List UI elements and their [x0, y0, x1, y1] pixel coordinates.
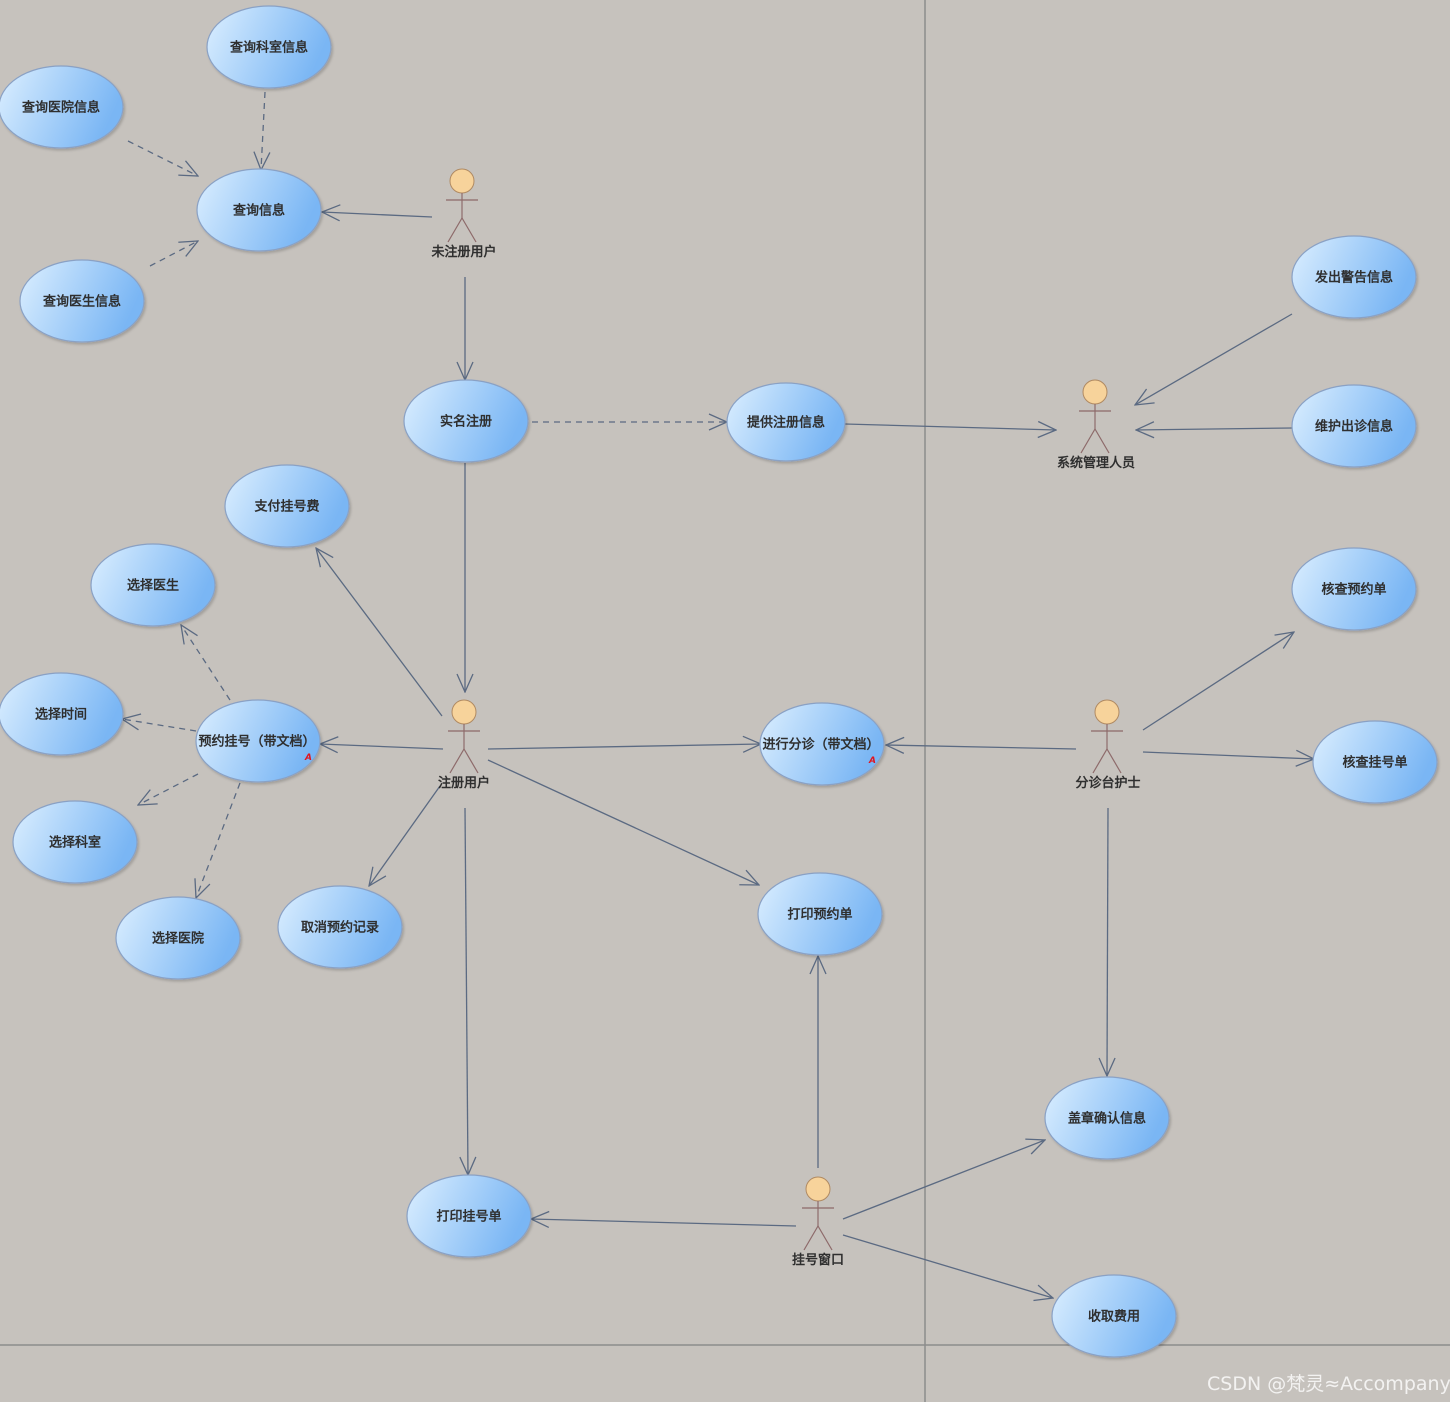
dep-dept-to-query: [261, 91, 265, 170]
usecase-check-booking-label: 核查预约单: [1321, 582, 1386, 598]
usecase-pay-fee-shape[interactable]: [224, 464, 350, 548]
actor-admin[interactable]: 系统管理人员: [1057, 379, 1135, 471]
usecase-print-booking-label: 打印预约单: [787, 907, 852, 923]
actor-triage-nurse[interactable]: 分诊台护士: [1075, 699, 1141, 791]
actor-reg-window[interactable]: 挂号窗口: [792, 1176, 844, 1268]
actor-head: [449, 168, 475, 194]
usecase-triage-label: 进行分诊（带文档）: [762, 737, 879, 753]
usecase-check-reg-shape[interactable]: [1312, 720, 1438, 804]
usecase-check-booking-shape[interactable]: [1291, 547, 1417, 631]
assoc-warning-admin: [1135, 313, 1293, 405]
usecase-query-dept-shape[interactable]: [206, 5, 332, 89]
assoc-reg-printreg: [465, 807, 468, 1175]
usecase-print-reg-shape[interactable]: [406, 1174, 532, 1258]
usecase-query-doctor-shape[interactable]: [19, 259, 145, 343]
usecase-print-reg-label: 打印挂号单: [436, 1209, 501, 1225]
assoc-maintain-admin: [1136, 428, 1293, 430]
dep-book-to-time: [122, 719, 197, 732]
usecase-triage-shape[interactable]: [759, 702, 885, 786]
usecase-maintain-shape[interactable]: [1291, 384, 1417, 468]
assoc-provide-admin: [844, 424, 1056, 430]
usecase-choose-hosp-label: 选择医院: [152, 931, 204, 947]
usecase-provide-info-shape[interactable]: [726, 382, 846, 462]
book-doc-marker: A: [304, 753, 312, 763]
assoc-reg-cancel: [369, 785, 441, 886]
usecase-fee-shape[interactable]: [1051, 1274, 1177, 1358]
csdn-watermark: CSDN @梵灵≈Accompany: [1207, 1373, 1450, 1395]
usecase-query-info-shape[interactable]: [196, 168, 322, 252]
usecase-maintain-label: 维护出诊信息: [1315, 419, 1393, 435]
assoc-nurse-stamp: [1107, 807, 1108, 1076]
dep-book-to-doctor: [181, 625, 231, 701]
usecase-realname-label: 实名注册: [440, 414, 492, 430]
actor-unregistered-label: 未注册用户: [430, 244, 496, 260]
usecase-realname-shape[interactable]: [403, 379, 529, 463]
usecase-warning-shape[interactable]: [1291, 235, 1417, 319]
usecase-query-dept-label: 查询科室信息: [229, 40, 308, 56]
usecase-print-booking-shape[interactable]: [757, 872, 883, 956]
actor-head: [1094, 699, 1120, 725]
usecase-cancel-label: 取消预约记录: [301, 920, 379, 936]
usecase-book-label: 预约挂号（带文档）: [198, 734, 315, 750]
assoc-reg-triage: [487, 744, 761, 749]
usecase-choose-dept-shape[interactable]: [12, 800, 138, 884]
usecase-book-shape[interactable]: [195, 699, 321, 783]
actor-head: [805, 1176, 831, 1202]
assoc-nurse-checkreg: [1142, 752, 1314, 759]
dep-doctor-to-query: [149, 241, 198, 267]
usecase-query-doctor-label: 查询医生信息: [42, 294, 121, 310]
usecase-choose-doctor-shape[interactable]: [90, 543, 216, 627]
assoc-nurse-checkbooking: [1142, 632, 1294, 731]
usecase-warning-label: 发出警告信息: [1314, 270, 1393, 286]
usecase-provide-info-label: 提供注册信息: [747, 415, 825, 431]
actor-admin-label: 系统管理人员: [1057, 455, 1135, 471]
usecase-stamp-shape[interactable]: [1044, 1076, 1170, 1160]
assoc-window-printreg: [531, 1219, 797, 1226]
usecase-cancel-shape[interactable]: [277, 885, 403, 969]
assoc-reg-printbooking: [487, 759, 759, 885]
assoc-window-fee: [842, 1234, 1053, 1298]
usecase-choose-time-label: 选择时间: [35, 707, 87, 723]
usecase-choose-doctor-label: 选择医生: [127, 578, 179, 594]
dep-book-to-dept: [138, 773, 199, 805]
usecase-query-info-label: 查询信息: [232, 203, 285, 219]
triage-doc-marker: A: [868, 756, 876, 766]
usecase-choose-dept-label: 选择科室: [49, 835, 101, 851]
assoc-reg-pay: [316, 548, 443, 717]
dep-hosp-to-query: [127, 140, 198, 176]
actor-registered[interactable]: 注册用户: [438, 699, 490, 791]
actor-unregistered[interactable]: 未注册用户: [430, 168, 497, 260]
usecase-query-hosp-shape[interactable]: [0, 65, 124, 149]
actor-head: [1082, 379, 1108, 405]
usecase-check-reg-label: 核查挂号单: [1342, 755, 1407, 771]
usecase-fee-label: 收取费用: [1088, 1309, 1140, 1325]
usecase-choose-hosp-shape[interactable]: [115, 896, 241, 980]
actor-head: [451, 699, 477, 725]
dep-book-to-hosp: [196, 782, 241, 898]
assoc-unreg-query: [322, 212, 433, 217]
usecase-pay-fee-label: 支付挂号费: [253, 499, 319, 515]
actor-triage-nurse-label: 分诊台护士: [1075, 775, 1140, 791]
usecase-choose-time-shape[interactable]: [0, 672, 124, 756]
actor-reg-window-label: 挂号窗口: [792, 1252, 844, 1268]
assoc-reg-book: [320, 744, 444, 749]
usecase-stamp-label: 盖章确认信息: [1068, 1111, 1146, 1127]
actor-registered-label: 注册用户: [438, 775, 490, 791]
assoc-nurse-triage: [886, 745, 1077, 749]
assoc-window-stamp: [842, 1140, 1045, 1220]
usecase-query-hosp-label: 查询医院信息: [21, 100, 100, 116]
